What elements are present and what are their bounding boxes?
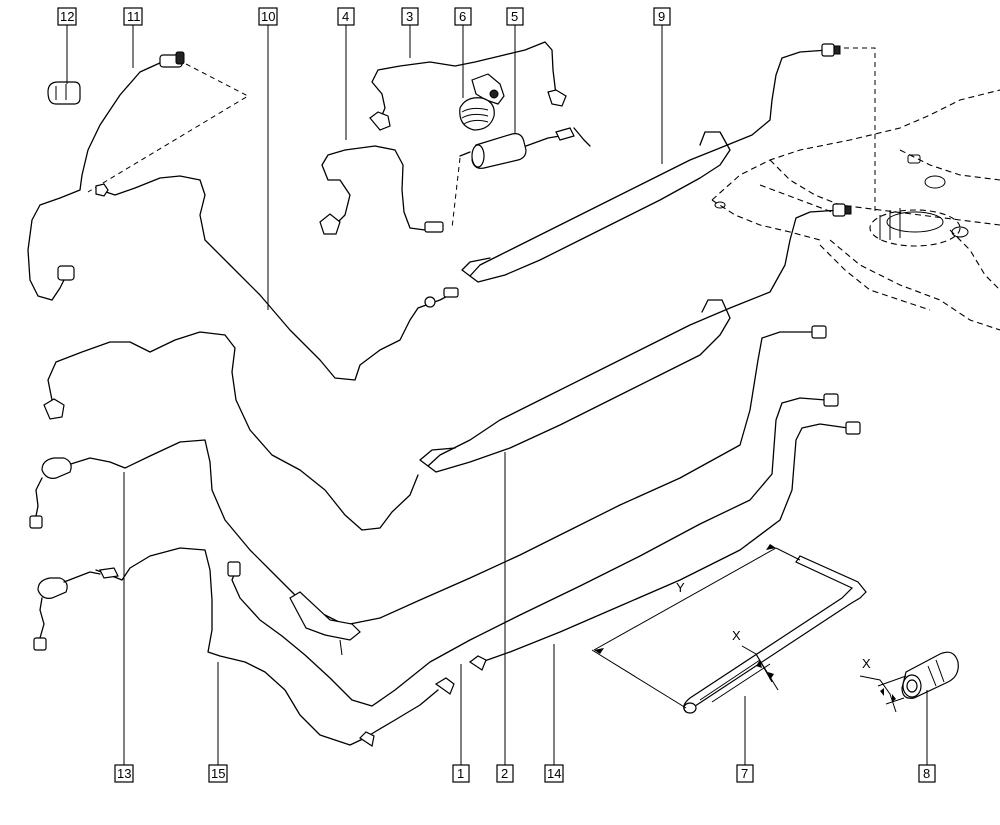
clip-part: [47, 81, 81, 105]
pipe-13: [29, 325, 827, 656]
callout-10: 10: [258, 7, 278, 26]
repair-tube-7: [683, 555, 867, 714]
pipe-10: [95, 175, 459, 381]
callout-15: 15: [208, 764, 228, 783]
callout-14-label: 14: [547, 766, 561, 781]
pipe-9: [461, 43, 841, 283]
dimension-y: Y: [591, 544, 801, 709]
leader-lines: [66, 25, 928, 765]
pipe-1: [227, 393, 839, 707]
callout-7-label: 7: [741, 766, 748, 781]
callout-3-label: 3: [406, 9, 413, 24]
callout-14: 14: [544, 764, 564, 783]
pipe-long-lower: [43, 331, 419, 531]
pipe-11: [27, 51, 250, 301]
callout-2: 2: [496, 764, 514, 783]
pipe-15: [33, 547, 455, 747]
callout-12-label: 12: [60, 9, 74, 24]
vehicle-underbody-outline: [711, 47, 1000, 331]
callout-13: 13: [114, 764, 134, 783]
callout-8: 8: [918, 764, 936, 783]
callout-11-label: 11: [127, 9, 141, 24]
pipe-2: [419, 203, 852, 473]
callout-10-label: 10: [261, 9, 275, 24]
callout-1: 1: [452, 764, 470, 783]
callout-7: 7: [736, 764, 754, 783]
callout-5: 5: [506, 7, 524, 26]
bracket-part-6: [459, 73, 505, 131]
callout-4-label: 4: [342, 9, 349, 24]
callout-15-label: 15: [211, 766, 225, 781]
pipe-3: [369, 41, 567, 131]
callout-9-label: 9: [658, 9, 665, 24]
dimension-y-label: Y: [676, 580, 685, 595]
callout-8-label: 8: [923, 766, 930, 781]
dimension-x-fitting: X: [859, 656, 907, 713]
callout-6-label: 6: [459, 9, 466, 24]
dimension-x-tube: X: [732, 628, 779, 691]
pipe-14: [468, 421, 861, 671]
dimension-x-tube-label: X: [732, 628, 741, 643]
fuel-filter-5: [451, 127, 591, 229]
callout-5-label: 5: [511, 9, 518, 24]
pipe-4: [319, 145, 444, 235]
callout-3: 3: [401, 7, 419, 26]
callout-9: 9: [653, 7, 671, 26]
callout-1-label: 1: [457, 766, 464, 781]
callout-4: 4: [337, 7, 355, 26]
dimension-x-fitting-label: X: [862, 656, 871, 671]
callout-6: 6: [454, 7, 472, 26]
callout-11: 11: [123, 7, 143, 26]
callout-12: 12: [57, 7, 77, 26]
callout-2-label: 2: [501, 766, 508, 781]
fitting-8: [901, 651, 959, 699]
callout-13-label: 13: [117, 766, 131, 781]
